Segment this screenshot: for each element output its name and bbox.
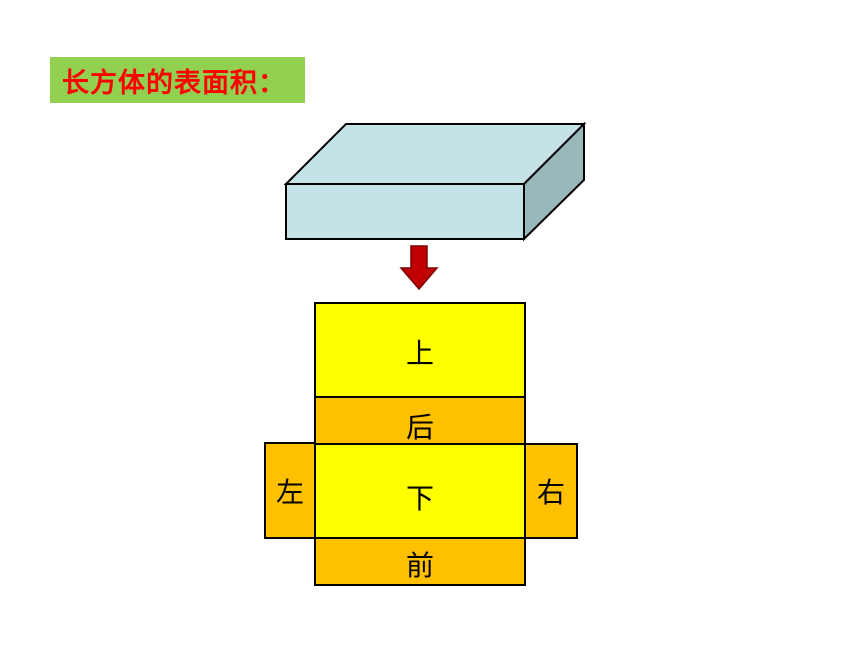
- net-face-left: 左: [264, 442, 316, 539]
- net-face-right-label: 右: [536, 476, 565, 509]
- net-face-bottom-label: 下: [405, 482, 434, 515]
- cuboid-illustration: [283, 121, 587, 242]
- net-face-top: 上: [314, 302, 526, 398]
- net-face-front-label: 前: [405, 548, 434, 582]
- net-face-right: 右: [524, 443, 578, 539]
- net-face-top-label: 上: [405, 337, 434, 370]
- net-face-back: 后: [314, 396, 526, 445]
- title-banner: 长方体的表面积：: [50, 57, 305, 103]
- page-title: 长方体的表面积：: [62, 67, 286, 99]
- net-face-back-label: 后: [405, 410, 434, 444]
- net-face-front: 前: [314, 537, 526, 586]
- cuboid-front-face: [285, 183, 525, 240]
- net-face-left-label: 左: [275, 475, 304, 509]
- down-arrow-icon: [399, 245, 439, 291]
- net-face-bottom: 下: [314, 443, 526, 539]
